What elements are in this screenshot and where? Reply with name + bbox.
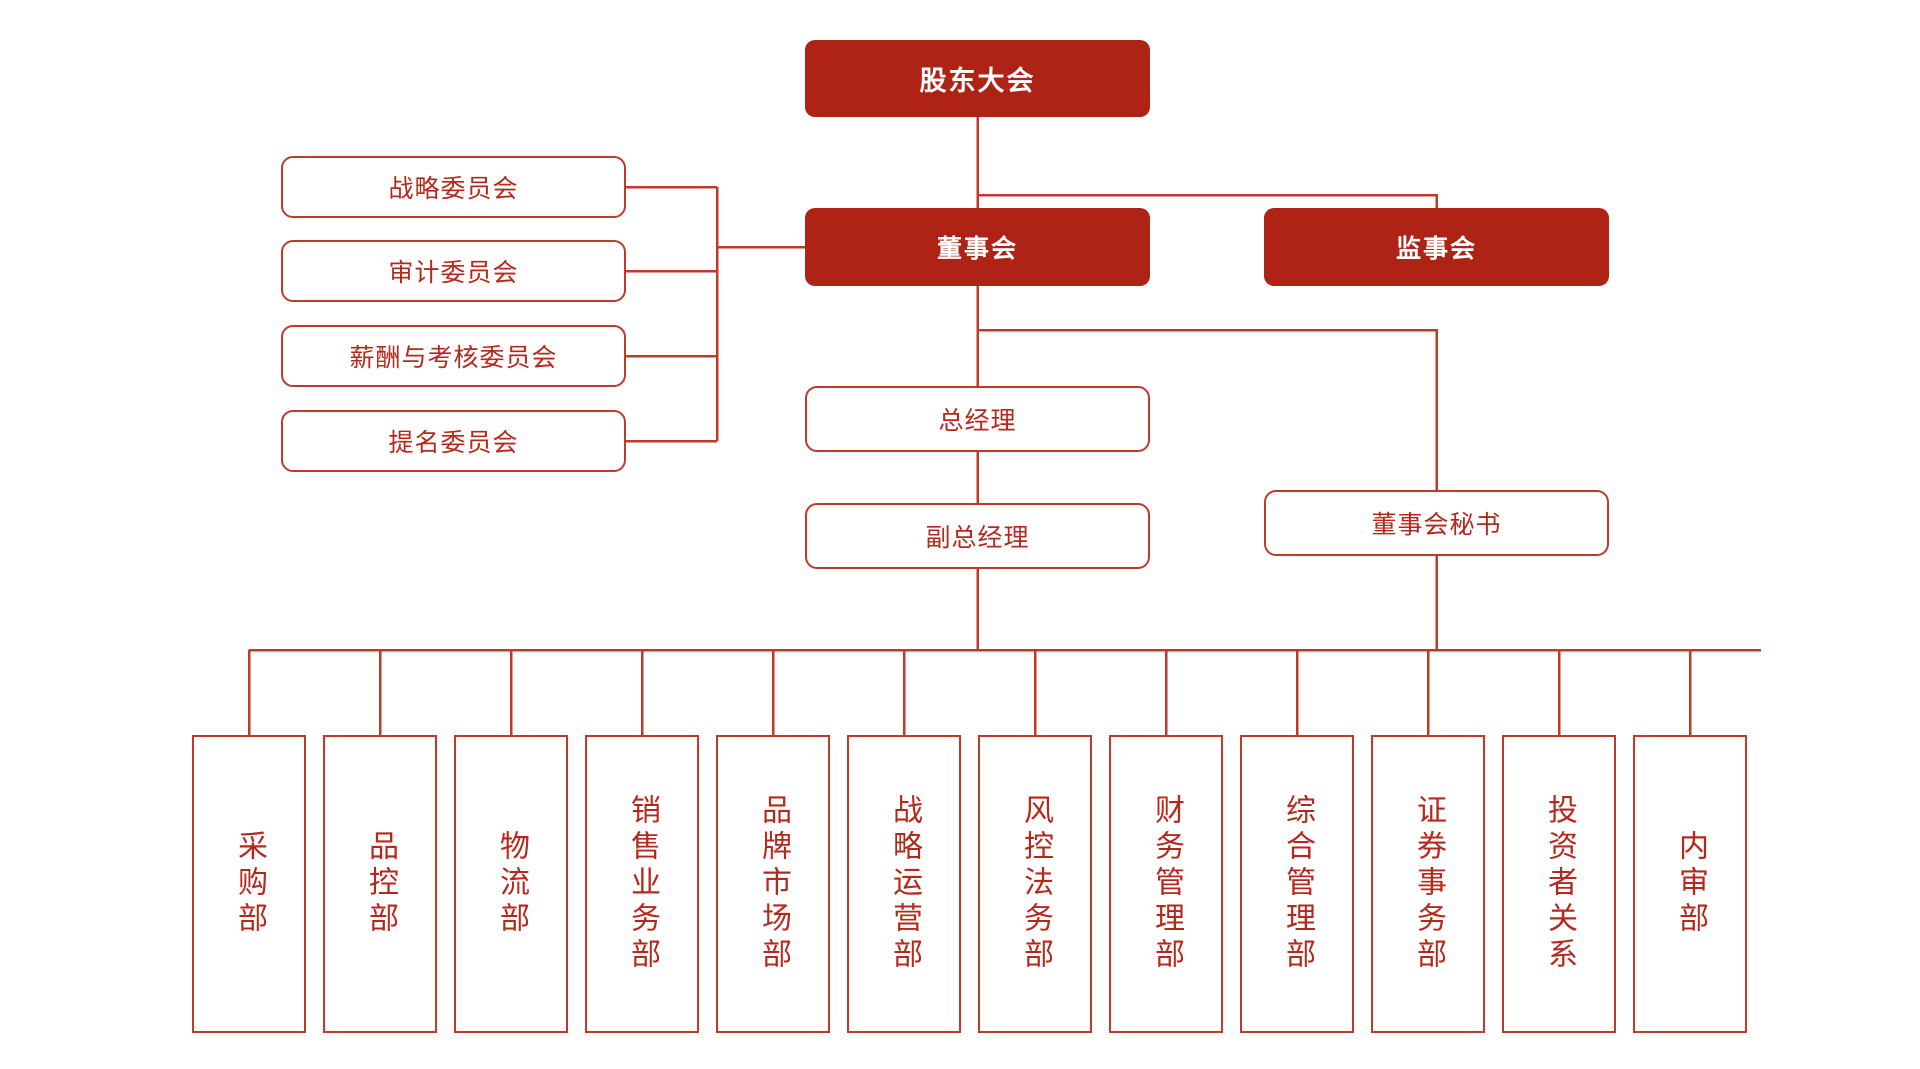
node-dept-procurement[interactable]: 采购部 bbox=[192, 735, 306, 1033]
node-label: 提名委员会 bbox=[388, 429, 519, 457]
node-dept-finance[interactable]: 财务管理部 bbox=[1109, 735, 1223, 1033]
node-label: 股东大会 bbox=[919, 66, 1036, 96]
node-board-of-supervisors[interactable]: 监事会 bbox=[1264, 208, 1609, 286]
node-dept-risk-legal[interactable]: 风控法务部 bbox=[978, 735, 1092, 1033]
node-label: 风控法务部 bbox=[1019, 794, 1052, 974]
node-board-secretary[interactable]: 董事会秘书 bbox=[1264, 490, 1609, 556]
node-dept-strategy-op[interactable]: 战略运营部 bbox=[847, 735, 961, 1033]
node-label: 监事会 bbox=[1395, 235, 1477, 263]
node-label: 证券事务部 bbox=[1412, 794, 1445, 974]
node-label: 总经理 bbox=[938, 407, 1017, 435]
node-label: 财务管理部 bbox=[1150, 794, 1183, 974]
node-dept-qc[interactable]: 品控部 bbox=[323, 735, 437, 1033]
node-shareholders-meeting[interactable]: 股东大会 bbox=[805, 40, 1150, 117]
node-label: 薪酬与考核委员会 bbox=[349, 344, 558, 372]
node-label: 审计委员会 bbox=[388, 259, 519, 287]
node-label: 副总经理 bbox=[925, 524, 1030, 552]
node-label: 董事会 bbox=[936, 235, 1018, 263]
node-label: 战略运营部 bbox=[888, 794, 921, 974]
node-dept-logistics[interactable]: 物流部 bbox=[454, 735, 568, 1033]
node-dept-brand[interactable]: 品牌市场部 bbox=[716, 735, 830, 1033]
node-label: 综合管理部 bbox=[1281, 794, 1314, 974]
node-compensation-committee[interactable]: 薪酬与考核委员会 bbox=[281, 325, 626, 387]
node-board-of-directors[interactable]: 董事会 bbox=[805, 208, 1150, 286]
node-nomination-committee[interactable]: 提名委员会 bbox=[281, 410, 626, 472]
node-label: 战略委员会 bbox=[388, 175, 519, 203]
node-label: 投资者关系 bbox=[1543, 794, 1576, 974]
node-dept-securities[interactable]: 证券事务部 bbox=[1371, 735, 1485, 1033]
edge-shareholders-supervisors bbox=[977, 193, 1438, 208]
node-dept-internal-audit[interactable]: 内审部 bbox=[1633, 735, 1747, 1033]
node-dept-ir[interactable]: 投资者关系 bbox=[1502, 735, 1616, 1033]
node-general-manager[interactable]: 总经理 bbox=[805, 386, 1150, 452]
node-label: 品牌市场部 bbox=[757, 794, 790, 974]
node-dept-sales[interactable]: 销售业务部 bbox=[585, 735, 699, 1033]
node-label: 董事会秘书 bbox=[1371, 511, 1502, 539]
node-deputy-general-manager[interactable]: 副总经理 bbox=[805, 503, 1150, 569]
node-label: 品控部 bbox=[364, 830, 397, 938]
node-strategy-committee[interactable]: 战略委员会 bbox=[281, 156, 626, 218]
node-audit-committee[interactable]: 审计委员会 bbox=[281, 240, 626, 302]
node-label: 内审部 bbox=[1674, 830, 1707, 938]
node-label: 物流部 bbox=[495, 830, 528, 938]
node-dept-admin[interactable]: 综合管理部 bbox=[1240, 735, 1354, 1033]
node-label: 采购部 bbox=[233, 830, 266, 938]
node-label: 销售业务部 bbox=[626, 794, 659, 974]
